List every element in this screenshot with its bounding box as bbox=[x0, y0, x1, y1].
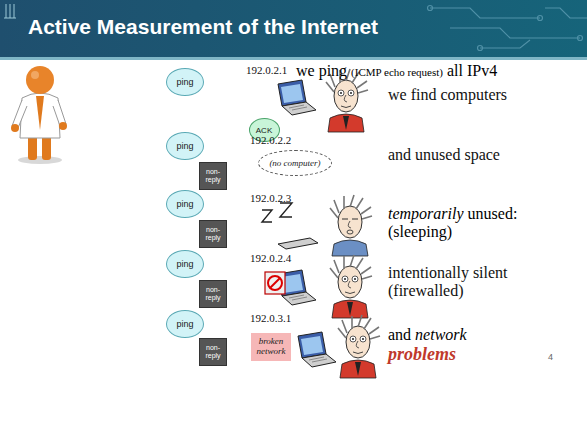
scientist-figure bbox=[11, 66, 67, 164]
node-text: ping bbox=[176, 199, 193, 209]
ping-bubble: ping bbox=[166, 250, 204, 278]
ip-address: 192.0.3.1 bbox=[250, 312, 291, 324]
page-number: 4 bbox=[548, 352, 553, 362]
node-text: non-reply bbox=[201, 226, 225, 242]
node-text-stack: non-reply bbox=[201, 344, 225, 360]
node-text: ping bbox=[176, 259, 193, 269]
node-text: ping bbox=[176, 141, 193, 151]
node-text: ping bbox=[176, 77, 193, 87]
node-text-stack: non-reply bbox=[201, 226, 225, 242]
node-text-stack: (no computer) bbox=[269, 158, 320, 168]
non-reply-box: non-reply bbox=[199, 280, 227, 308]
node-text: ACK bbox=[256, 126, 272, 135]
ping-bubble: ping bbox=[166, 68, 204, 96]
node-text: (no computer) bbox=[269, 158, 320, 168]
status-note: intentionally silent (firewalled) bbox=[388, 264, 538, 300]
intro-detail: (ICMP echo request) bbox=[351, 66, 443, 78]
node-text-stack: ping bbox=[176, 319, 193, 329]
node-text-stack: ping bbox=[176, 141, 193, 151]
node-text-stack: ping bbox=[176, 259, 193, 269]
ping-bubble: ping bbox=[166, 310, 204, 338]
node-text-stack: non-reply bbox=[201, 168, 225, 184]
node-text: non-reply bbox=[201, 344, 225, 360]
ping-bubble: ping bbox=[166, 190, 204, 218]
node-text-stack: non-reply bbox=[201, 286, 225, 302]
intro-text: we ping bbox=[296, 62, 347, 79]
non-reply-box: non-reply bbox=[199, 162, 227, 190]
status-note: and unused space bbox=[388, 146, 558, 164]
status-note: temporarily bbox=[388, 205, 464, 222]
status-note: and bbox=[388, 326, 411, 343]
node-text-stack: ACK bbox=[256, 126, 272, 135]
intro-line: we ping (ICMP echo request) all IPv4 bbox=[296, 62, 501, 80]
status-note: andnetworkproblems bbox=[388, 326, 538, 365]
empty-address-ellipse: (no computer) bbox=[258, 150, 332, 176]
node-text-stack: broken network bbox=[253, 337, 289, 357]
node-text: non-reply bbox=[201, 286, 225, 302]
node-text-stack: ping bbox=[176, 77, 193, 87]
ip-address: 192.0.2.4 bbox=[250, 252, 291, 264]
node-text: non-reply bbox=[201, 168, 225, 184]
ping-bubble: ping bbox=[166, 132, 204, 160]
non-reply-box: non-reply bbox=[199, 220, 227, 248]
ip-address: 192.0.2.2 bbox=[250, 134, 291, 146]
status-note: network bbox=[415, 326, 467, 343]
ip-address: 192.0.2.3 bbox=[250, 192, 291, 204]
status-note: temporarilyunused: (sleeping) bbox=[388, 205, 538, 241]
node-text: broken network bbox=[253, 337, 289, 357]
ip-address: 192.0.2.1 bbox=[246, 64, 287, 76]
problem-emphasis: problems bbox=[388, 344, 534, 365]
node-text-stack: ping bbox=[176, 199, 193, 209]
status-note: we find computers bbox=[388, 86, 558, 104]
node-text: ping bbox=[176, 319, 193, 329]
slide-title: Active Measurement of the Internet bbox=[28, 15, 378, 39]
broken-network-box: broken network bbox=[251, 333, 291, 361]
non-reply-box: non-reply bbox=[199, 338, 227, 366]
intro-text: all IPv4 bbox=[447, 62, 497, 79]
